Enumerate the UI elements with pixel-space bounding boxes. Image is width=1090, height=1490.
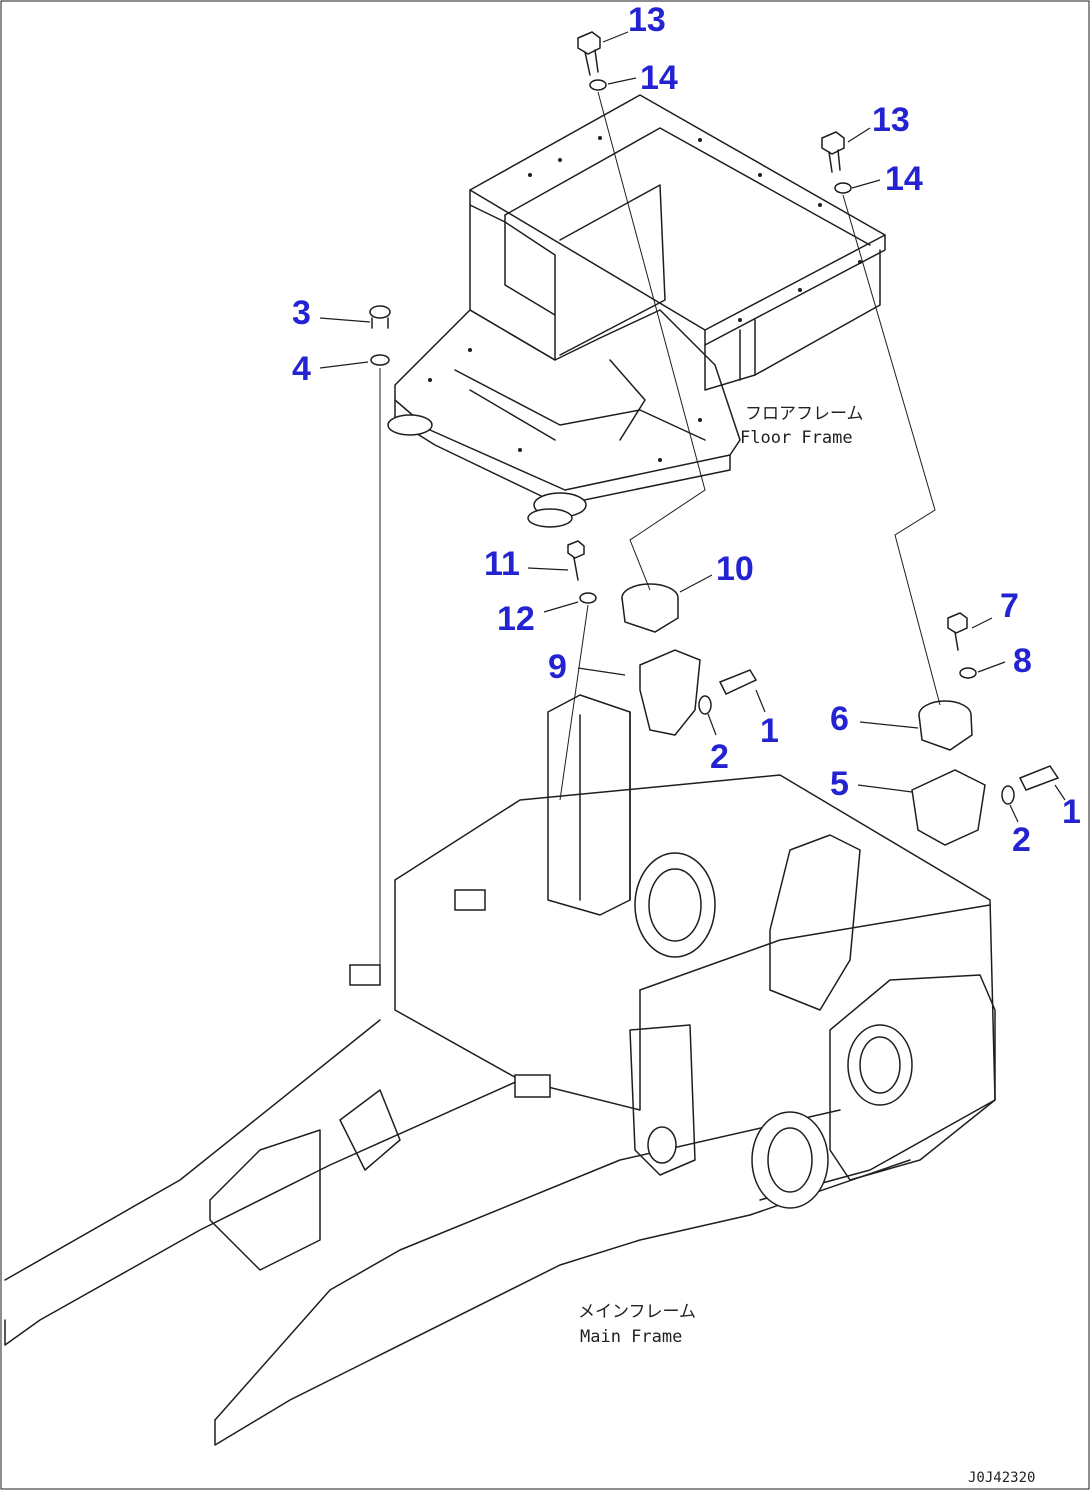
washer-2-right-icon — [1001, 785, 1015, 805]
washer-12-icon — [579, 592, 597, 604]
main-frame-label-en: Main Frame — [580, 1327, 682, 1347]
callout-2-left: 2 — [710, 738, 729, 776]
callout-3: 3 — [292, 294, 311, 332]
callout-8: 8 — [1013, 642, 1032, 680]
mount-6-icon — [918, 700, 973, 751]
callout-13-upper: 13 — [628, 1, 666, 39]
leader-lines — [319, 31, 1066, 823]
bolt-7-icon — [947, 612, 968, 651]
drawing-code: J0J42320 — [968, 1470, 1035, 1486]
callout-14-upper: 14 — [640, 59, 678, 97]
floor-frame-label-en: Floor Frame — [740, 428, 853, 448]
callout-5: 5 — [830, 765, 849, 803]
washer-4-icon — [370, 354, 390, 366]
bolt-13-right-icon — [821, 131, 845, 173]
bracket-5-icon — [911, 769, 986, 846]
callout-6: 6 — [830, 700, 849, 738]
callout-1-left: 1 — [760, 712, 779, 750]
callout-4: 4 — [292, 350, 311, 388]
bracket-9-icon — [639, 649, 701, 736]
washer-2-left-icon — [698, 695, 712, 715]
assembly-lines — [379, 91, 941, 970]
callout-1-right: 1 — [1062, 793, 1081, 831]
washer-14-right-icon — [834, 182, 852, 194]
callout-13-right: 13 — [872, 101, 910, 139]
washer-8-icon — [959, 667, 977, 679]
bolt-1-left-icon — [718, 669, 758, 695]
bolt-13-upper-icon — [577, 31, 601, 76]
callout-12: 12 — [497, 600, 535, 638]
callout-7: 7 — [1000, 587, 1019, 625]
bolt-1-right-icon — [1018, 765, 1060, 791]
callout-14-right: 14 — [885, 160, 923, 198]
callout-10: 10 — [716, 550, 754, 588]
bolt-11-icon — [567, 540, 585, 581]
floor-frame-drawing — [387, 94, 886, 528]
plug-3-icon — [369, 305, 391, 329]
callout-9: 9 — [548, 648, 567, 686]
washer-14-upper-icon — [589, 79, 607, 91]
mount-10-icon — [621, 583, 679, 633]
callout-2-right: 2 — [1012, 821, 1031, 859]
callout-11: 11 — [484, 545, 520, 583]
main-frame-drawing — [4, 694, 996, 1446]
main-frame-label-jp: メインフレーム — [578, 1302, 696, 1322]
floor-frame-label-jp: フロアフレーム — [745, 404, 864, 424]
